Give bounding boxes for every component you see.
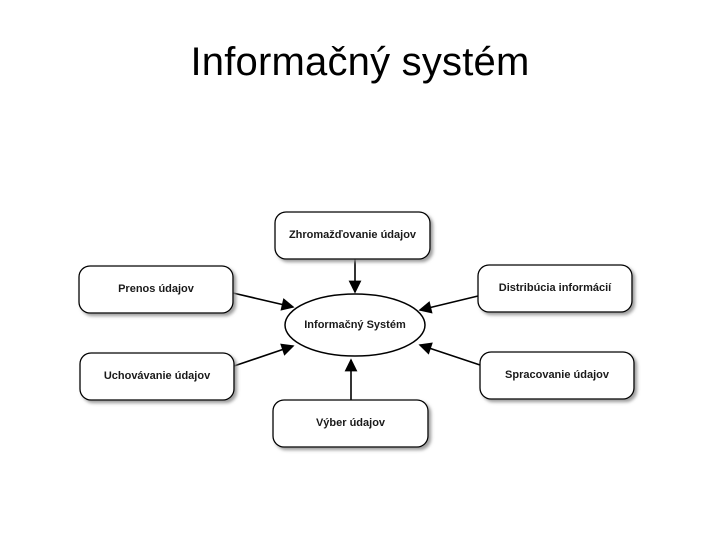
node-uchovavanie[interactable]: [79, 352, 235, 401]
connector-distribucia-to-center: [418, 295, 479, 314]
connector-group: [232, 259, 481, 400]
center-node-informacny-system[interactable]: [284, 293, 426, 357]
node-prenos[interactable]: [78, 265, 234, 314]
connector-spracovanie-to-center: [418, 342, 481, 366]
connector-uchovavanie-to-center: [233, 343, 295, 367]
node-spracovanie[interactable]: [479, 351, 635, 400]
connector-prenos-to-center: [232, 292, 295, 311]
node-vyber[interactable]: [272, 399, 429, 448]
page-title: Informačný systém: [190, 40, 530, 84]
node-distribucia[interactable]: [477, 264, 633, 313]
node-zhromazdovanie[interactable]: [274, 211, 431, 260]
node-shapes: [78, 211, 635, 448]
